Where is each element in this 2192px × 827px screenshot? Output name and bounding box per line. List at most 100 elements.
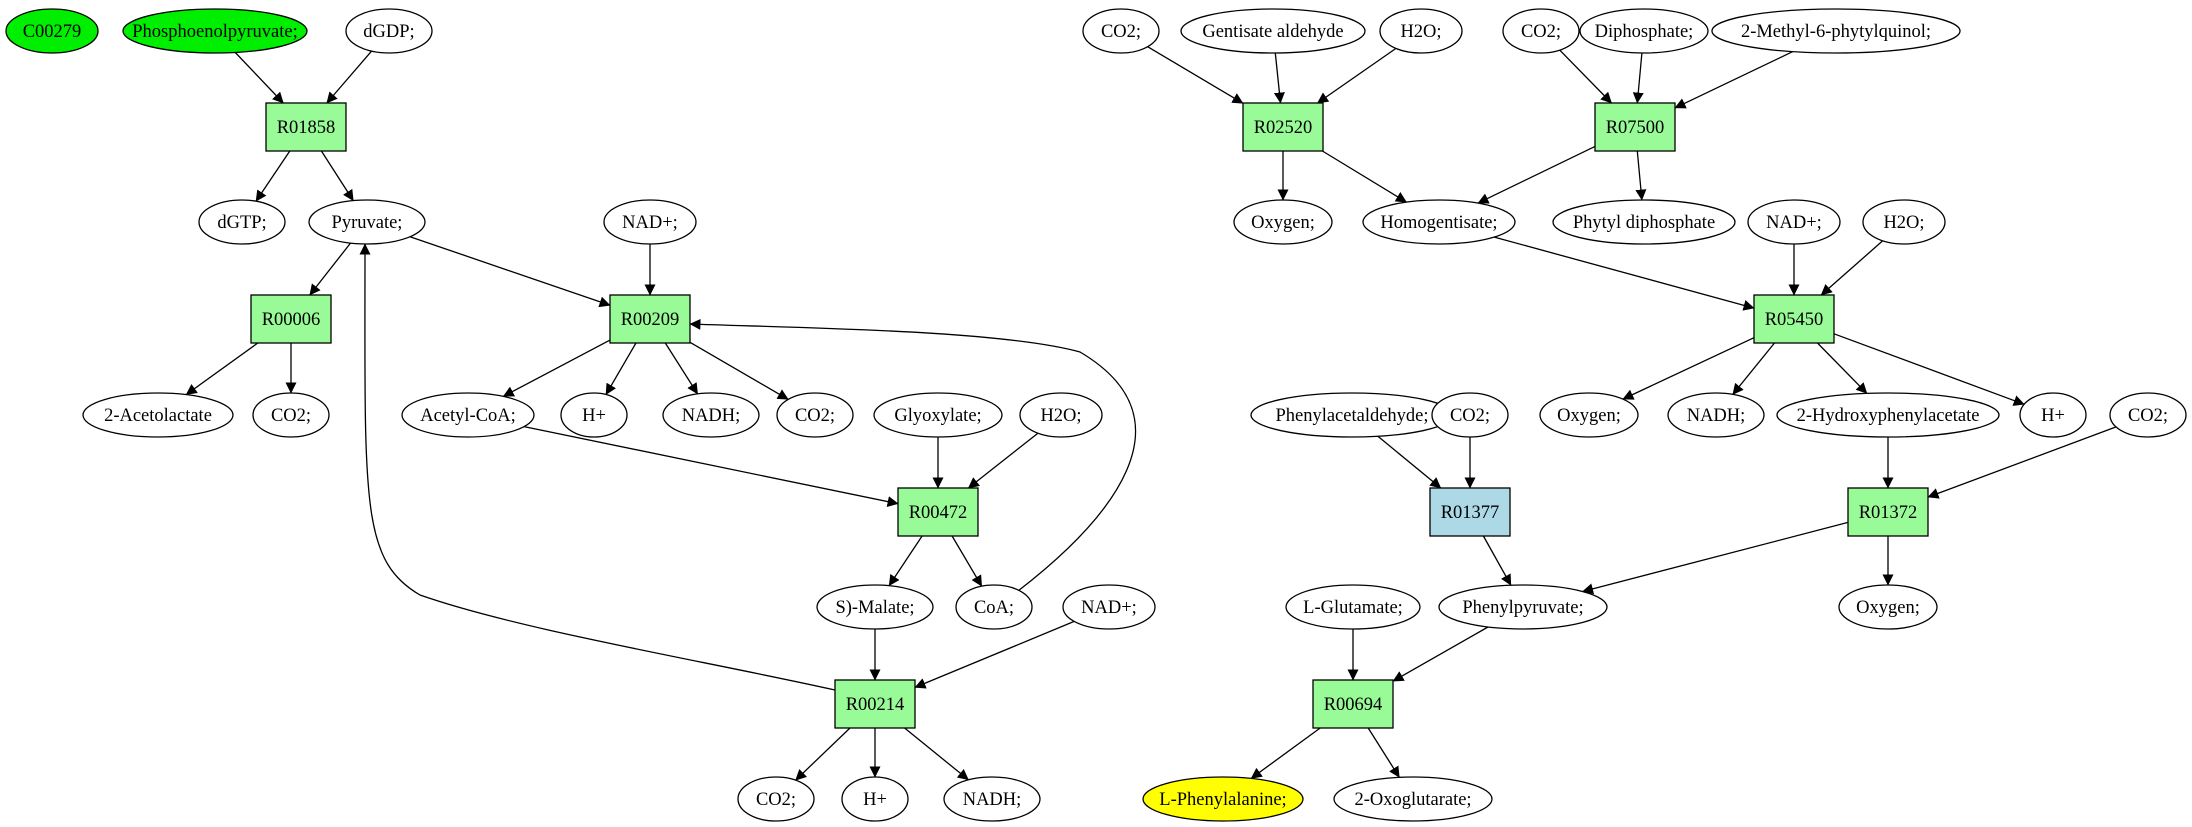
edge-phenylpyruvate-to-r00694: [1392, 626, 1489, 682]
compound-node-oxygen_c: Oxygen;: [1838, 584, 1938, 630]
edge-r00214-to-nadh_b: [904, 727, 969, 781]
edge-pyruvate-to-r00209: [409, 236, 611, 308]
compound-node-phenylacetaldehyde: Phenylacetaldehyde;: [1250, 392, 1454, 438]
edge-r00006-to-acetolactate: [185, 342, 259, 396]
compound-node-methylphytyl: 2-Methyl-6-phytylquinol;: [1711, 8, 1961, 54]
edge-acetylcoa-to-r00472: [523, 425, 899, 507]
edge-h2o_c-to-r05450: [1820, 240, 1884, 296]
node-label: Acetyl-CoA;: [420, 406, 516, 426]
node-label: NADH;: [682, 406, 741, 426]
edge-r07500-to-homogentisate: [1477, 145, 1596, 204]
node-label: R00472: [909, 503, 968, 523]
edge-r00214-to-pyruvate: [359, 243, 836, 691]
compound-ellipse: [1502, 8, 1580, 54]
compound-node-phenylpyruvate: Phenylpyruvate;: [1438, 584, 1608, 630]
node-label: H2O;: [1400, 22, 1441, 42]
compound-ellipse: [737, 776, 815, 822]
reaction-node-r01377: R01377: [1429, 487, 1511, 537]
node-label: Phosphoenolpyruvate;: [132, 22, 297, 42]
edge-homogentisate-to-r05450: [1494, 236, 1755, 311]
node-label: H2O;: [1883, 213, 1924, 233]
compound-node-pyruvate: Pyruvate;: [308, 199, 426, 245]
edge-r07500-to-phytyl: [1635, 150, 1647, 201]
node-label: CO2;: [1521, 22, 1561, 42]
compound-ellipse: [1747, 199, 1841, 245]
edge-r00694-to-oxoglutarate: [1367, 727, 1400, 778]
reaction-node-r05450: R05450: [1753, 294, 1835, 344]
node-label: H2O;: [1040, 406, 1081, 426]
compound-ellipse: [1362, 199, 1516, 245]
edge-r00472-to-coa: [951, 535, 983, 587]
compound-ellipse: [2019, 392, 2087, 438]
compound-ellipse: [1019, 392, 1103, 438]
compound-node-nadh_c: NADH;: [1667, 392, 1765, 438]
compound-ellipse: [345, 8, 433, 54]
reaction-box: [1847, 487, 1929, 537]
edge-diphosphate-to-r07500: [1632, 52, 1644, 104]
reaction-box: [1312, 679, 1394, 729]
compound-ellipse: [1552, 199, 1736, 245]
node-label: S)-Malate;: [835, 598, 914, 618]
edge-coa-to-r00209: [689, 318, 1137, 592]
node-label: Pyruvate;: [332, 213, 403, 233]
reaction-node-r01372: R01372: [1847, 487, 1929, 537]
reaction-box: [1594, 102, 1676, 152]
compound-ellipse: [401, 392, 535, 438]
compound-ellipse: [776, 392, 854, 438]
reaction-node-r07500: R07500: [1594, 102, 1676, 152]
compound-node-nadp_a: NAD+;: [603, 199, 697, 245]
node-label: Oxygen;: [1856, 598, 1920, 618]
node-label: CO2;: [271, 406, 311, 426]
edge-r00209-to-co2_b: [689, 341, 789, 400]
node-label: 2-Oxoglutarate;: [1354, 790, 1471, 810]
edge-r01372-to-phenylpyruvate: [1582, 521, 1849, 595]
node-label: H+: [863, 790, 887, 810]
compound-node-hplus_a: H+: [560, 392, 628, 438]
edge-phenylacetaldehyde-to-r01377: [1377, 435, 1442, 489]
reaction-node-r00472: R00472: [897, 487, 979, 537]
compound-ellipse: [1082, 8, 1160, 54]
reaction-node-r00694: R00694: [1312, 679, 1394, 729]
node-label: R01377: [1441, 503, 1500, 523]
compound-node-nadh_a: NADH;: [662, 392, 760, 438]
edge-r00209-to-nadh_a: [664, 342, 699, 395]
compound-node-acetylcoa: Acetyl-CoA;: [401, 392, 535, 438]
node-label: R02520: [1254, 118, 1313, 138]
compound-ellipse: [1862, 199, 1946, 245]
compound-ellipse: [1711, 8, 1961, 54]
compound-node-glyoxylate: Glyoxylate;: [873, 392, 1003, 438]
edge-pep-to-r01858: [234, 52, 284, 104]
reaction-box: [265, 102, 347, 152]
edge-co2_e-to-r07500: [1559, 49, 1612, 104]
compound-ellipse: [662, 392, 760, 438]
compound-node-co2_f: CO2;: [1431, 392, 1509, 438]
compound-node-homogentisate: Homogentisate;: [1362, 199, 1516, 245]
reaction-box: [1429, 487, 1511, 537]
node-label: CO2;: [795, 406, 835, 426]
compound-ellipse: [1431, 392, 1509, 438]
compound-node-dgtp: dGTP;: [198, 199, 286, 245]
edge-r00472-to-smalate: [888, 535, 923, 587]
compound-node-oxoglutarate: 2-Oxoglutarate;: [1333, 776, 1493, 822]
reaction-box: [1242, 102, 1324, 152]
compound-node-acetolactate: 2-Acetolactate: [82, 392, 234, 438]
edge-r00209-to-hplus_a: [605, 342, 637, 395]
compound-node-nadh_b: NADH;: [943, 776, 1041, 822]
reaction-box: [609, 294, 691, 344]
edges-layer: [185, 46, 2117, 781]
compound-node-co2_a: CO2;: [252, 392, 330, 438]
reaction-box: [1753, 294, 1835, 344]
node-label: Glyoxylate;: [894, 406, 981, 426]
reaction-box: [250, 294, 332, 344]
node-label: CO2;: [2128, 406, 2168, 426]
compound-node-hplus_b: H+: [841, 776, 909, 822]
compound-node-lglutamate: L-Glutamate;: [1285, 584, 1421, 630]
compound-node-h2o_b: H2O;: [1379, 8, 1463, 54]
compound-ellipse: [5, 8, 99, 54]
node-label: Phenylacetaldehyde;: [1275, 406, 1428, 426]
node-label: Oxygen;: [1557, 406, 1621, 426]
compound-node-co2_b: CO2;: [776, 392, 854, 438]
node-label: dGTP;: [217, 213, 266, 233]
compound-node-co2_c: CO2;: [737, 776, 815, 822]
